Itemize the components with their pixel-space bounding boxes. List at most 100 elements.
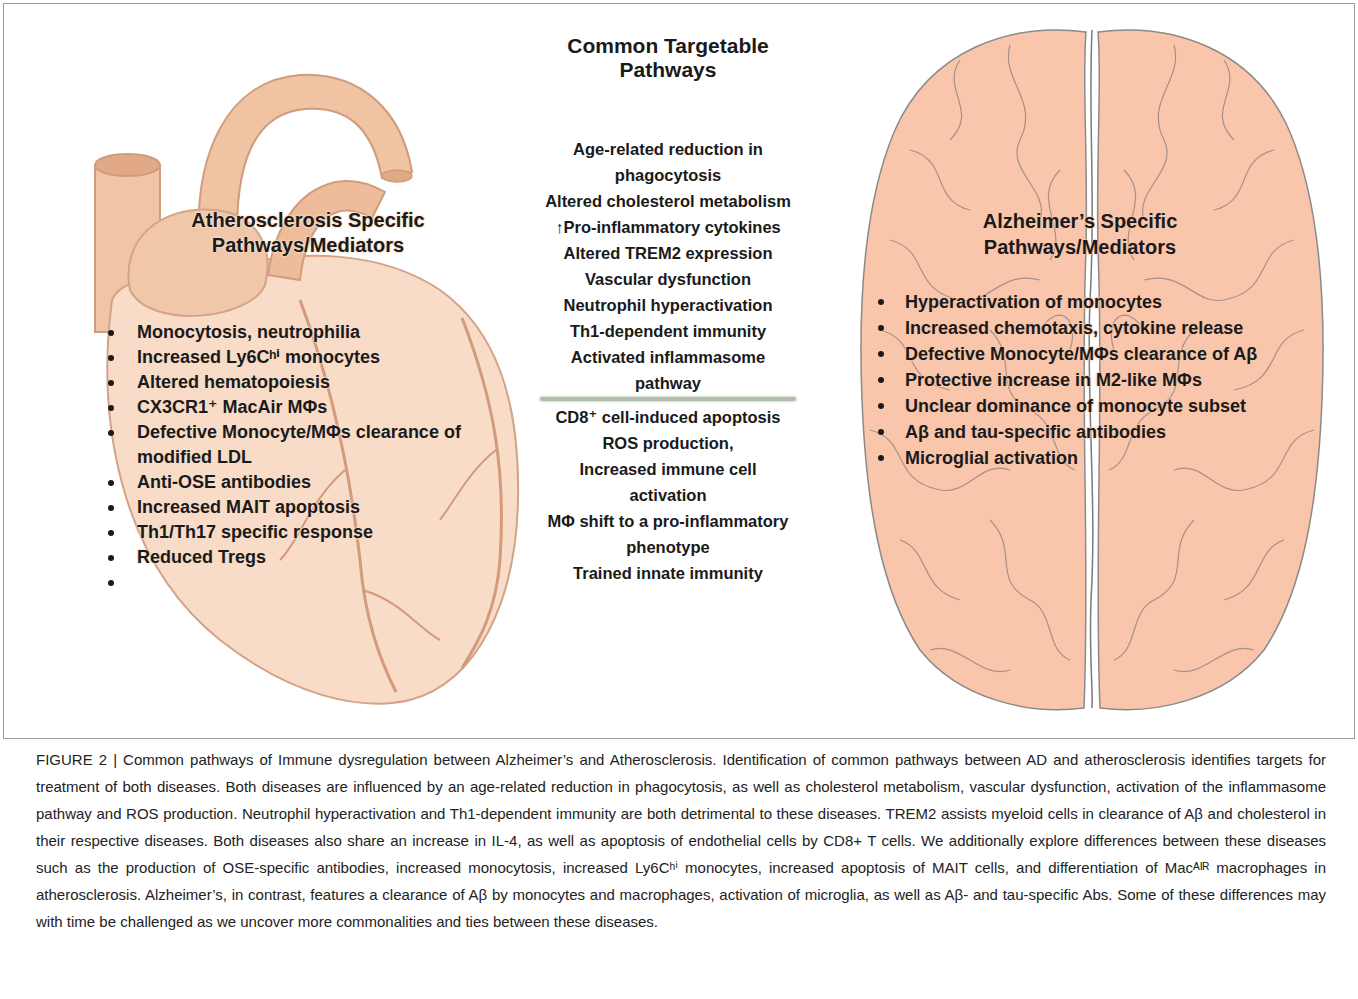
bullet-dot: [108, 580, 114, 586]
list-item: Neutrophil hyperactivation: [540, 292, 796, 318]
list-item: Altered hematopoiesis: [137, 370, 520, 395]
list-row: Monocytosis, neutrophilia: [108, 320, 520, 345]
brain-hemisphere: [861, 30, 1086, 710]
bullet-dot: [878, 455, 884, 461]
list-item: Th1/Th17 specific response: [137, 520, 520, 545]
item-list: Age-related reduction in phagocytosisAlt…: [540, 136, 796, 586]
coronary-vessel: [462, 318, 501, 668]
list-item: Unclear dominance of monocyte subset: [905, 393, 1318, 419]
item-list: Monocytosis, neutrophiliaIncreased Ly6Cʰ…: [108, 320, 520, 595]
panel-outline: [821, 9, 1339, 734]
list-item: Reduced Tregs: [137, 545, 520, 570]
bullet-dot: [108, 480, 114, 486]
figure-caption: FIGURE 2 | Common pathways of Immune dys…: [36, 746, 1326, 935]
list-row: Increased immune cell activation: [540, 456, 796, 508]
list-row: Reduced Tregs: [108, 545, 520, 570]
list-row: ROS production,: [540, 430, 796, 456]
brain-fissure: [1089, 30, 1093, 708]
list-row: Defective Monocyte/MΦs clearance of modi…: [108, 420, 520, 470]
list-item: Increased MAIT apoptosis: [137, 495, 520, 520]
list-item: MΦ shift to a pro-inflammatory phenotype: [540, 508, 796, 560]
bullet-dot: [878, 377, 884, 383]
common-pathways-pill: Common Targetable PathwaysAge-related re…: [528, 88, 808, 720]
heading-wrap: Atherosclerosis Specific Pathways/Mediat…: [148, 208, 468, 258]
brain-illustration: [861, 30, 1323, 710]
bullet-dot: [108, 355, 114, 361]
item-list: Hyperactivation of monocytesIncreased ch…: [878, 289, 1318, 471]
list-row: CD8⁺ cell-induced apoptosis: [540, 397, 796, 430]
bullet-dot: [878, 299, 884, 305]
list-item: Hyperactivation of monocytes: [905, 289, 1318, 315]
list-row: Th1/Th17 specific response: [108, 520, 520, 545]
coronary-vessel: [440, 450, 496, 520]
heading-wrap: Common Targetable Pathways: [518, 34, 818, 82]
list-item: Defective Monocyte/MΦs clearance of modi…: [137, 420, 520, 470]
coronary-vessel: [280, 470, 440, 640]
bullet-dot: [108, 380, 114, 386]
list-row: ↑Pro-inflammatory cytokines: [540, 214, 796, 240]
list-item: Increased Ly6Cʰⁱ monocytes: [137, 345, 520, 370]
vessel-opening: [382, 170, 412, 182]
list-item: Activated inflammasome pathway: [540, 344, 796, 396]
list-row: Increased Ly6Cʰⁱ monocytes: [108, 345, 520, 370]
list-row: Increased MAIT apoptosis: [108, 495, 520, 520]
panel-heading: Alzheimer’s Specific Pathways/Mediators: [930, 208, 1230, 260]
list-row: Anti-OSE antibodies: [108, 470, 520, 495]
list-item: Trained innate immunity: [540, 560, 796, 586]
list-row: CX3CR1⁺ MacAir MΦs: [108, 395, 520, 420]
vessel-opening: [95, 154, 160, 176]
list-row: Hyperactivation of monocytes: [878, 289, 1318, 315]
bullet-dot: [878, 429, 884, 435]
list-item: ↑Pro-inflammatory cytokines: [540, 214, 796, 240]
list-row: Vascular dysfunction: [540, 266, 796, 292]
panel-heading: Atherosclerosis Specific Pathways/Mediat…: [148, 208, 468, 258]
list-item: Anti-OSE antibodies: [137, 470, 520, 495]
bullet-dot: [108, 430, 114, 436]
list-row: Altered TREM2 expression: [540, 240, 796, 266]
list-item: Defective Monocyte/MΦs clearance of Aβ: [905, 341, 1318, 367]
heading-wrap: Alzheimer’s Specific Pathways/Mediators: [930, 208, 1230, 260]
bullet-dot: [878, 325, 884, 331]
panel-heading: Common Targetable Pathways: [518, 34, 818, 82]
list-item: CD8⁺ cell-induced apoptosis: [540, 404, 796, 430]
list-row: MΦ shift to a pro-inflammatory phenotype: [540, 508, 796, 560]
pill-divider: [540, 397, 796, 401]
list-row: Protective increase in M2-like MΦs: [878, 367, 1318, 393]
bullet-dot: [108, 405, 114, 411]
vena-cava: [95, 165, 160, 332]
bullet-dot: [108, 505, 114, 511]
bullet-dot: [108, 530, 114, 536]
list-row: Increased chemotaxis, cytokine release: [878, 315, 1318, 341]
bullet-dot: [878, 351, 884, 357]
bullet-dot: [878, 403, 884, 409]
aortic-arch: [198, 75, 412, 262]
list-row: Neutrophil hyperactivation: [540, 292, 796, 318]
list-item: Aβ and tau-specific antibodies: [905, 419, 1318, 445]
list-item: Altered TREM2 expression: [540, 240, 796, 266]
list-item: Protective increase in M2-like MΦs: [905, 367, 1318, 393]
list-row: Microglial activation: [878, 445, 1318, 471]
bullet-dot: [108, 555, 114, 561]
alzheimers-panel: Alzheimer’s Specific Pathways/MediatorsH…: [820, 8, 1340, 735]
pill-outline: [529, 89, 807, 719]
list-item: Monocytosis, neutrophilia: [137, 320, 520, 345]
list-item: Vascular dysfunction: [540, 266, 796, 292]
list-row: Activated inflammasome pathway: [540, 344, 796, 396]
list-row: Defective Monocyte/MΦs clearance of Aβ: [878, 341, 1318, 367]
list-row: [108, 570, 520, 595]
atherosclerosis-panel: Atherosclerosis Specific Pathways/Mediat…: [28, 58, 562, 726]
list-item: Microglial activation: [905, 445, 1318, 471]
list-row: Trained innate immunity: [540, 560, 796, 586]
list-item: Increased immune cell activation: [540, 456, 796, 508]
list-row: Age-related reduction in phagocytosis: [540, 136, 796, 188]
list-row: Th1-dependent immunity: [540, 318, 796, 344]
list-row: Altered cholesterol metabolism: [540, 188, 796, 214]
list-item: Increased chemotaxis, cytokine release: [905, 315, 1318, 341]
hemisphere-outline: [861, 30, 1086, 710]
list-item: CX3CR1⁺ MacAir MΦs: [137, 395, 520, 420]
list-item: Th1-dependent immunity: [540, 318, 796, 344]
brain-hemisphere: [1098, 30, 1323, 710]
list-row: Unclear dominance of monocyte subset: [878, 393, 1318, 419]
list-row: Aβ and tau-specific antibodies: [878, 419, 1318, 445]
